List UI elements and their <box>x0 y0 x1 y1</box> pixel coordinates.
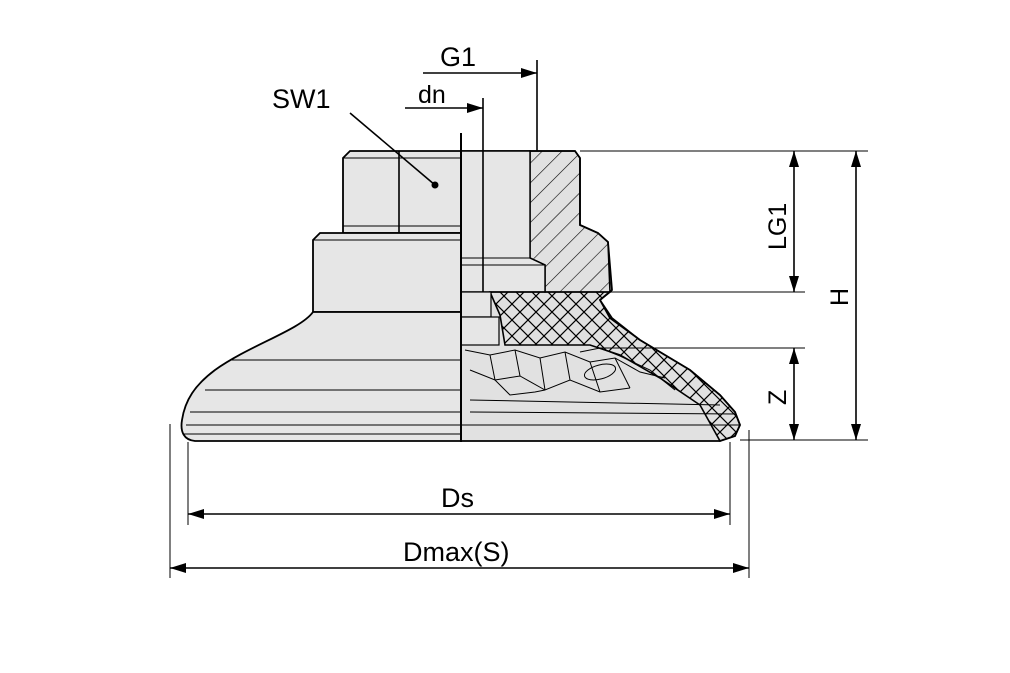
g1-label: G1 <box>440 42 476 72</box>
cup-collar <box>312 232 462 313</box>
sw1-label: SW1 <box>272 84 331 114</box>
dmax-label: Dmax(S) <box>403 537 510 567</box>
h-label: H <box>826 288 854 306</box>
dimensions: G1 dn SW1 LG1 Z H <box>169 42 868 578</box>
ds-label: Ds <box>441 483 474 513</box>
hex-nut <box>342 150 462 234</box>
dn-label: dn <box>418 81 446 109</box>
outer-view-left-half <box>180 150 462 442</box>
rubber-hatch <box>488 291 741 442</box>
support-structure <box>464 347 736 415</box>
section-view-right-half <box>460 150 741 442</box>
lg1-label: LG1 <box>764 203 792 250</box>
cup-bellows <box>180 311 462 442</box>
z-label: Z <box>764 390 792 405</box>
